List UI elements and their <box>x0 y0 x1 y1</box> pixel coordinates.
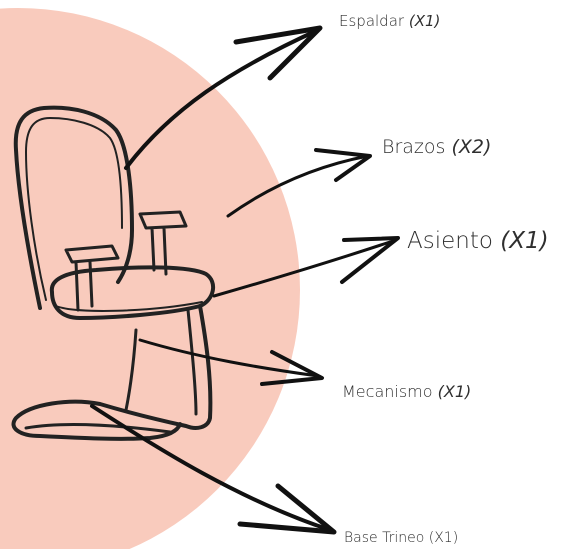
label-asiento: Asiento (X1) <box>407 228 549 254</box>
label-base-trineo-qty: (X1) <box>428 530 459 546</box>
arrow-brazos <box>226 154 370 218</box>
arrow-espaldar <box>124 28 320 170</box>
arrowhead-brazos <box>314 148 372 182</box>
label-base-trineo-name: Base Trineo <box>344 530 425 546</box>
label-mecanismo-name: Mecanismo <box>342 382 433 401</box>
chair-illustration <box>11 105 216 441</box>
label-espaldar-qty: (X1) <box>408 12 441 30</box>
label-asiento-name: Asiento <box>407 228 493 254</box>
arrow-asiento <box>212 238 398 298</box>
label-espaldar: Espaldar (X1) <box>339 12 440 30</box>
arrow-base <box>90 404 332 532</box>
chair-seat <box>49 265 216 320</box>
arrowhead-espaldar <box>233 25 323 81</box>
label-base-trineo: Base Trineo (X1) <box>344 530 458 546</box>
pointer-arrows <box>90 25 400 535</box>
label-brazos-name: Brazos <box>382 136 446 158</box>
chair-sled-runner <box>24 423 172 434</box>
label-brazos: Brazos (X2) <box>382 136 491 158</box>
arrowhead-base <box>237 483 337 535</box>
arrowhead-mecanismo <box>260 350 324 386</box>
background-circle <box>0 8 300 553</box>
chair-armrest-left <box>64 244 120 312</box>
label-asiento-qty: (X1) <box>500 228 549 254</box>
chair-sled-base <box>11 304 213 441</box>
chair-backrest-inner <box>25 117 123 301</box>
label-mecanismo-qty: (X1) <box>437 382 472 401</box>
chair-sled-base-inner <box>124 308 198 416</box>
chair-seat-edge <box>55 301 203 312</box>
arrowhead-asiento <box>340 236 400 284</box>
chair-armrest-right <box>138 210 188 276</box>
label-brazos-qty: (X2) <box>451 136 492 158</box>
label-espaldar-name: Espaldar <box>339 12 405 30</box>
arrow-mecanismo <box>138 338 320 378</box>
label-mecanismo: Mecanismo (X1) <box>342 382 471 401</box>
chair-backrest <box>13 105 134 310</box>
